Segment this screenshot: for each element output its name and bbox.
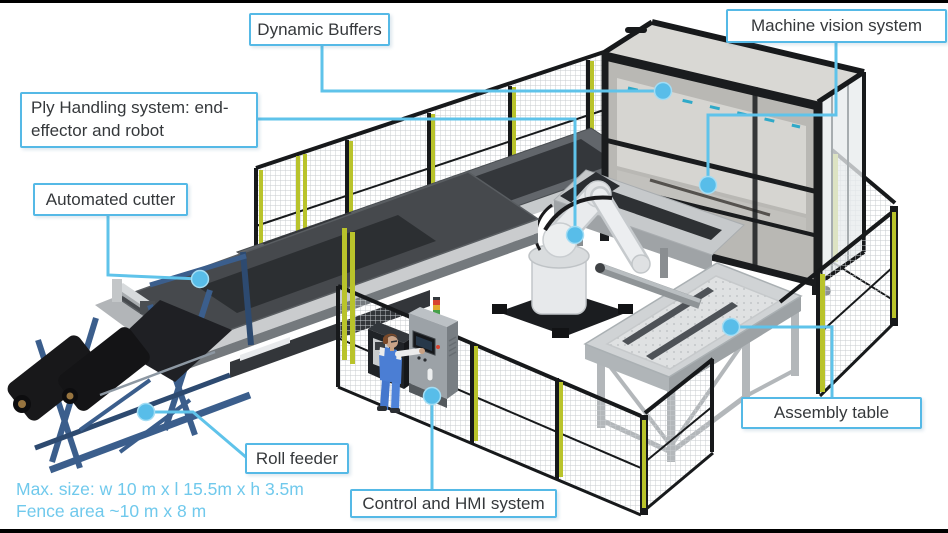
leader-automated-cutter xyxy=(106,215,201,281)
note-fence-area: Fence area ~10 m x 8 m xyxy=(16,501,207,521)
safety-fence-front-right xyxy=(640,206,898,515)
robot-end-effector-beam xyxy=(595,263,702,309)
leader-dots xyxy=(136,81,741,422)
assembly-table xyxy=(583,262,803,462)
leader-roll-feeder xyxy=(146,410,248,460)
note-max-size: Max. size: w 10 m x l 15.5m x h 3.5m xyxy=(16,479,304,499)
dot-dynamic-buffers xyxy=(653,81,673,101)
callout-automated-cutter-label: Automated cutter xyxy=(45,189,176,209)
roll-feeder xyxy=(7,251,254,474)
callout-ply-handling: Ply Handling system: end-effector and ro… xyxy=(20,92,258,148)
machine-vision-system xyxy=(600,19,866,296)
callout-machine-vision-label: Machine vision system xyxy=(750,16,922,36)
callout-machine-vision: Machine vision system xyxy=(726,9,947,43)
leader-assembly-table xyxy=(731,325,834,398)
callout-control-hmi: Control and HMI system xyxy=(350,489,557,518)
dimension-notes: Max. size: w 10 m x l 15.5m x h 3.5m Fen… xyxy=(16,478,304,522)
callout-automated-cutter: Automated cutter xyxy=(33,183,188,216)
letterbox-top xyxy=(0,0,948,3)
dot-ply-handling xyxy=(565,225,585,245)
callout-control-hmi-label: Control and HMI system xyxy=(362,493,545,513)
callout-dynamic-buffers-label: Dynamic Buffers xyxy=(257,19,382,39)
leader-ply-handling xyxy=(258,117,577,235)
operator-person xyxy=(377,333,425,413)
dot-automated-cutter xyxy=(190,269,210,289)
leader-machine-vision xyxy=(706,43,838,185)
dot-machine-vision xyxy=(698,175,718,195)
letterbox-bottom xyxy=(0,529,948,533)
callout-assembly-table: Assembly table xyxy=(741,397,922,429)
callout-roll-feeder-label: Roll feeder xyxy=(255,448,339,468)
leader-dynamic-buffers xyxy=(320,46,663,93)
dot-assembly-table xyxy=(721,317,741,337)
callout-assembly-table-label: Assembly table xyxy=(773,403,890,423)
callout-dynamic-buffers: Dynamic Buffers xyxy=(249,13,390,46)
leader-lines xyxy=(106,43,838,490)
callout-ply-handling-label: Ply Handling system: end-effector and ro… xyxy=(31,98,229,140)
dot-control-hmi xyxy=(422,386,442,406)
callout-roll-feeder: Roll feeder xyxy=(245,443,349,474)
dot-roll-feeder xyxy=(136,402,156,422)
ply-handling-robot xyxy=(492,172,651,338)
